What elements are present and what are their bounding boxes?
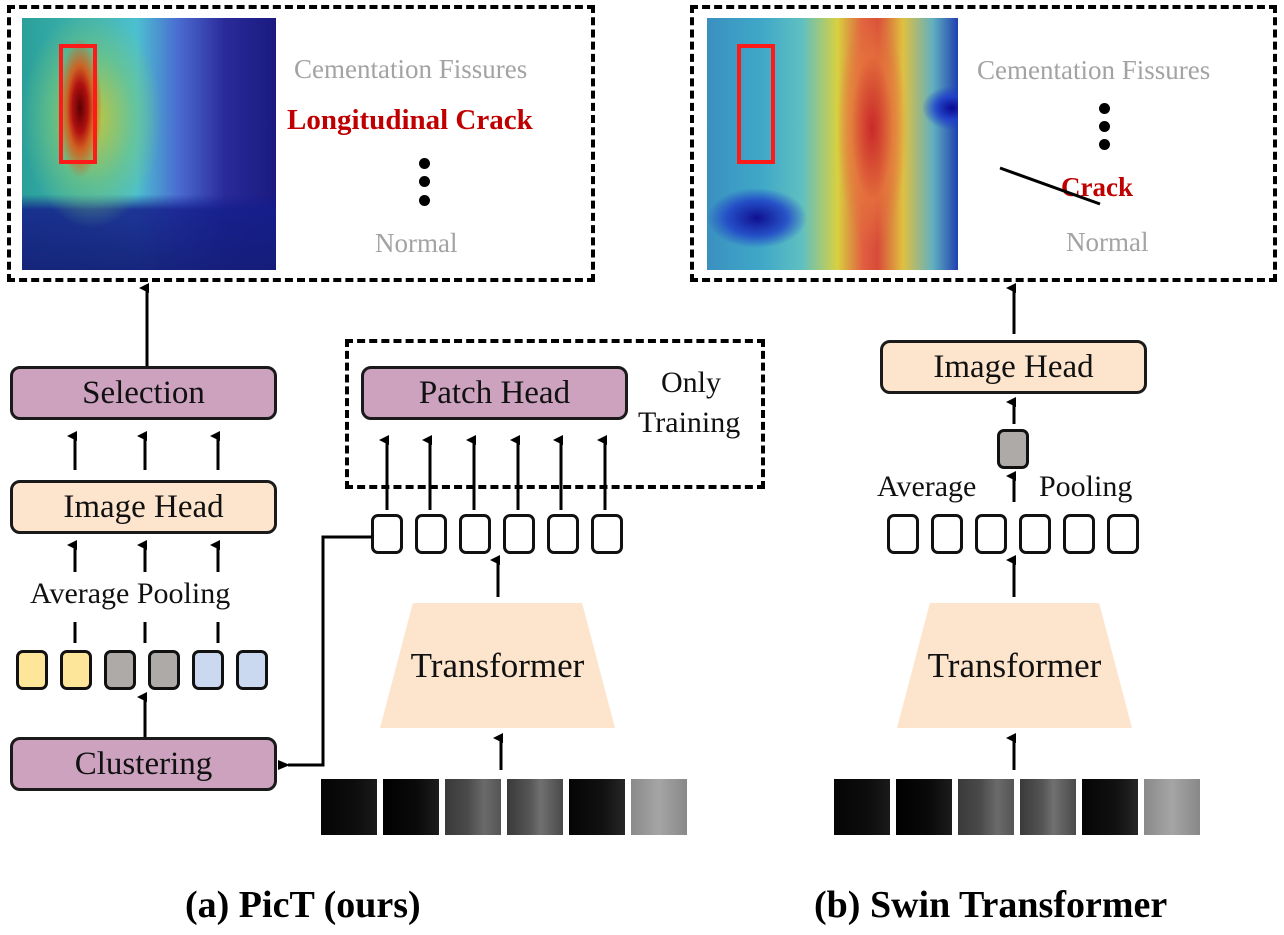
input-image-patch	[383, 779, 439, 835]
bbox-crack	[737, 44, 775, 164]
token	[931, 514, 963, 554]
input-image-patch	[445, 779, 501, 835]
predicted-class-a: Longitudinal Crack	[287, 104, 533, 136]
token	[975, 514, 1007, 554]
bbox-crack	[59, 44, 97, 164]
caption-b: (b) Swin Transformer	[814, 884, 1168, 926]
input-image-patch	[1020, 779, 1076, 835]
selection-box: Selection	[10, 366, 277, 420]
ellipsis-dot-icon	[1099, 139, 1110, 150]
token	[503, 514, 535, 554]
input-image-patch	[1082, 779, 1138, 835]
input-image-patch	[1144, 779, 1200, 835]
token	[16, 650, 48, 690]
patch-head-box: Patch Head	[361, 366, 628, 420]
input-image-patch	[569, 779, 625, 835]
token	[192, 650, 224, 690]
pooling-label-b: Pooling	[1039, 470, 1133, 503]
token	[60, 650, 92, 690]
class-normal-b: Normal	[1066, 227, 1149, 257]
token	[371, 514, 403, 554]
connector-tokens-to-clustering	[278, 535, 372, 770]
caption-a: (a) PicT (ours)	[185, 884, 421, 926]
class-cementation-fissures-b: Cementation Fissures	[977, 55, 1211, 85]
ellipsis-dot-icon	[1099, 121, 1110, 132]
panel-a-heatmap	[22, 18, 276, 270]
token	[1063, 514, 1095, 554]
only-training-label-1: Only	[661, 366, 721, 399]
input-image-patch	[507, 779, 563, 835]
token	[415, 514, 447, 554]
panel-b-heatmap	[707, 18, 958, 270]
strikethrough-line	[999, 166, 1101, 206]
token	[591, 514, 623, 554]
token	[104, 650, 136, 690]
only-training-region	[345, 339, 765, 489]
ellipsis-dot-icon	[1099, 103, 1110, 114]
token	[1019, 514, 1051, 554]
wrong-class-b: Crack	[1061, 172, 1133, 202]
token	[547, 514, 579, 554]
transformer-block-b: Transformer	[897, 603, 1132, 728]
panel-b-output-box	[690, 5, 1277, 282]
average-label-b: Average	[877, 470, 977, 503]
ellipsis-dot-icon	[419, 176, 430, 187]
panel-a-output-box	[7, 5, 595, 282]
token	[1107, 514, 1139, 554]
transformer-block-a: Transformer	[380, 603, 615, 728]
ellipsis-dot-icon	[419, 158, 430, 169]
input-image-patch	[321, 779, 377, 835]
image-head-box-a: Image Head	[10, 480, 277, 534]
token	[459, 514, 491, 554]
token	[148, 650, 180, 690]
input-image-patch	[631, 779, 687, 835]
only-training-label-2: Training	[638, 406, 741, 439]
class-normal-a: Normal	[375, 228, 458, 258]
clustering-box: Clustering	[10, 737, 277, 791]
class-cementation-fissures-a: Cementation Fissures	[294, 54, 528, 84]
pooled-token	[997, 429, 1029, 469]
average-pooling-label-a: Average Pooling	[30, 577, 231, 610]
token	[887, 514, 919, 554]
ellipsis-dot-icon	[419, 195, 430, 206]
token	[236, 650, 268, 690]
input-image-patch	[958, 779, 1014, 835]
input-image-patch	[896, 779, 952, 835]
input-image-patch	[834, 779, 890, 835]
image-head-box-b: Image Head	[880, 340, 1147, 394]
